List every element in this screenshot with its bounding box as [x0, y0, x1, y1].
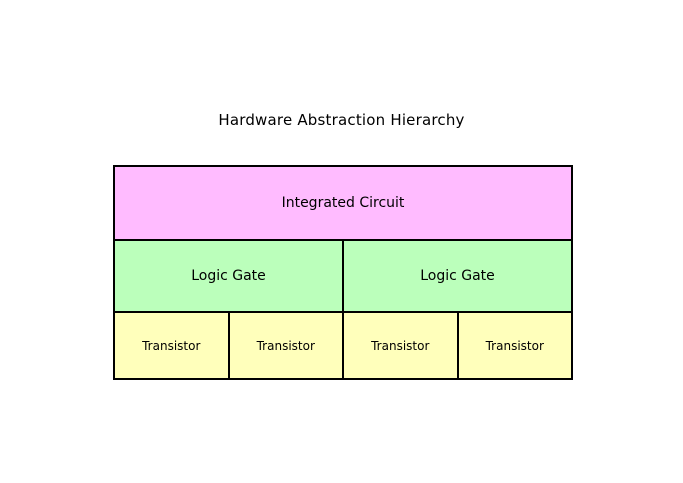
hardware-abstraction-hierarchy-diagram: Integrated Circuit Logic Gate Logic Gate…	[113, 165, 573, 380]
block-integrated-circuit: Integrated Circuit	[115, 167, 571, 239]
block-transistor-2: Transistor	[227, 313, 342, 378]
block-transistor-4: Transistor	[456, 313, 571, 378]
block-transistor-1: Transistor	[115, 313, 228, 378]
block-logic-gate-1: Logic Gate	[115, 241, 342, 311]
tier-integrated-circuit: Integrated Circuit	[115, 167, 571, 239]
block-logic-gate-2: Logic Gate	[342, 241, 571, 311]
tier-logic-gate: Logic Gate Logic Gate	[115, 239, 571, 311]
page-title: Hardware Abstraction Hierarchy	[218, 111, 465, 129]
tier-transistor: Transistor Transistor Transistor Transis…	[115, 311, 571, 378]
block-transistor-3: Transistor	[342, 313, 457, 378]
